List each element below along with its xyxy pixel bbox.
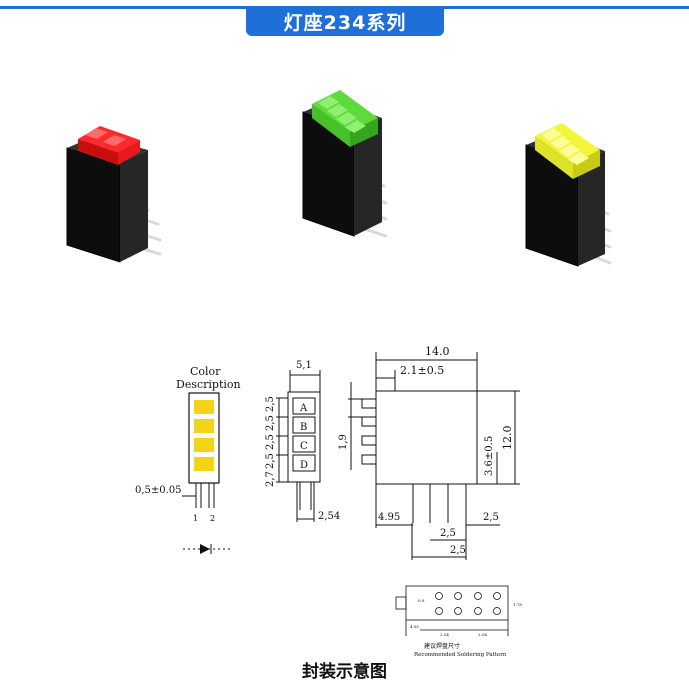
product-green bbox=[302, 90, 388, 238]
svg-text:2,5: 2,5 bbox=[265, 415, 276, 431]
svg-text:0,5±0.05: 0,5±0.05 bbox=[135, 485, 182, 496]
svg-text:2,7: 2,7 bbox=[265, 471, 276, 487]
drawing-labels: Color Description 0,5±0.05 1 2 5,1 A B C… bbox=[135, 345, 522, 658]
swatch-c bbox=[194, 438, 214, 452]
svg-text:2.1±0.5: 2.1±0.5 bbox=[400, 364, 444, 377]
page-title: 灯座234系列 bbox=[246, 6, 444, 36]
footer-caption: 封装示意图 bbox=[302, 662, 387, 682]
svg-text:2,54: 2,54 bbox=[318, 511, 340, 522]
svg-text:2,5: 2,5 bbox=[265, 396, 276, 412]
svg-text:5,1: 5,1 bbox=[296, 360, 312, 371]
svg-text:12.0: 12.0 bbox=[501, 426, 514, 451]
svg-text:1,9: 1,9 bbox=[338, 434, 349, 450]
svg-text:C: C bbox=[300, 441, 308, 452]
svg-text:4.95: 4.95 bbox=[410, 624, 419, 629]
front-view bbox=[276, 370, 321, 522]
color-description-view bbox=[182, 392, 233, 554]
svg-text:2,5: 2,5 bbox=[440, 528, 456, 539]
soldering-pattern bbox=[395, 585, 509, 636]
svg-text:B: B bbox=[300, 422, 307, 433]
technical-drawing bbox=[182, 352, 520, 636]
header-bar: 灯座234系列 bbox=[0, 0, 689, 40]
svg-text:14.0: 14.0 bbox=[425, 345, 450, 358]
color-title: Color bbox=[190, 365, 221, 378]
svg-text:1.78: 1.78 bbox=[513, 602, 522, 607]
svg-text:4.95: 4.95 bbox=[378, 512, 400, 523]
swatch-d bbox=[194, 457, 214, 471]
svg-text:Recommended Soldering Pattern: Recommended Soldering Pattern bbox=[414, 652, 507, 658]
svg-text:D: D bbox=[300, 460, 308, 471]
swatch-a bbox=[194, 400, 214, 414]
svg-text:2.54: 2.54 bbox=[478, 632, 487, 637]
svg-text:1: 1 bbox=[193, 514, 198, 523]
swatch-b bbox=[194, 419, 214, 433]
pad-row-top bbox=[435, 592, 501, 600]
svg-text:2,5: 2,5 bbox=[265, 453, 276, 469]
svg-text:2: 2 bbox=[210, 514, 215, 523]
svg-text:建议焊盘尺寸: 建议焊盘尺寸 bbox=[424, 642, 460, 650]
svg-text:A: A bbox=[299, 403, 308, 414]
svg-text:2,5: 2,5 bbox=[483, 512, 499, 523]
svg-text:2.54: 2.54 bbox=[440, 632, 449, 637]
side-view bbox=[348, 352, 520, 560]
svg-text:0.9: 0.9 bbox=[418, 598, 425, 603]
svg-text:2,5: 2,5 bbox=[265, 434, 276, 450]
svg-text:2,5: 2,5 bbox=[450, 545, 466, 556]
svg-text:3.6±0.5: 3.6±0.5 bbox=[484, 436, 495, 476]
product-yellow bbox=[525, 123, 612, 267]
description-title: Description bbox=[176, 378, 241, 391]
rotated-dims: 2,5 2,5 2,5 2,5 2,7 1,9 12.0 3.6±0.5 bbox=[265, 396, 514, 487]
pad-row-bottom bbox=[435, 607, 501, 615]
product-red bbox=[66, 126, 162, 263]
